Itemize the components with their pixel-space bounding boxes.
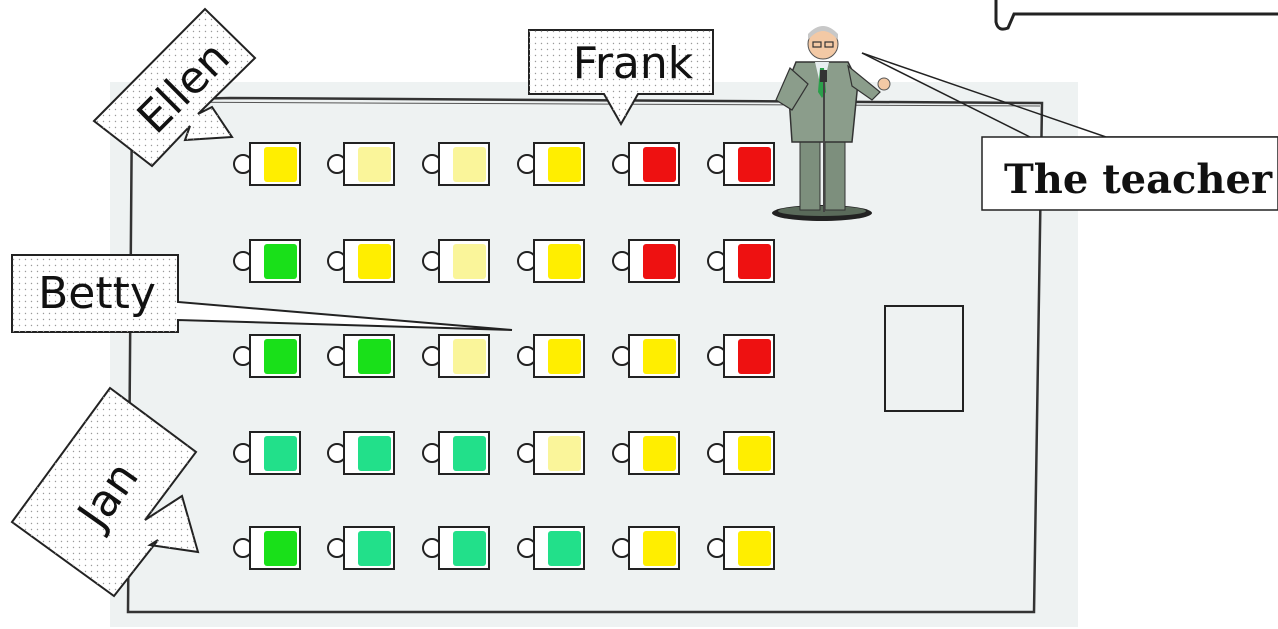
desk-r4-c3: [422, 431, 490, 475]
desk-r1-c4: [517, 142, 585, 186]
desk-color-pale-yellow: [453, 244, 486, 279]
desk-r1-c5: [612, 142, 680, 186]
betty-callout: Betty: [11, 254, 513, 333]
desk-r2-c4: [517, 239, 585, 283]
desk-color-teal-green: [358, 531, 391, 566]
desk-r1-c6: [707, 142, 775, 186]
top-sign: [994, 0, 1278, 31]
desk-color-red: [738, 339, 771, 374]
desk-r2-c6: [707, 239, 775, 283]
desk-color-red: [643, 244, 676, 279]
desk-color-yellow: [548, 147, 581, 182]
desk-color-yellow: [548, 339, 581, 374]
teacher-figure: [772, 26, 891, 221]
desk-r3-c6: [707, 334, 775, 378]
jan-callout: Jan: [10, 386, 200, 598]
frank-callout: Frank: [528, 29, 714, 127]
desk-color-bright-green: [264, 339, 297, 374]
desk-color-red: [643, 147, 676, 182]
desk-r5-c4: [517, 526, 585, 570]
desk-color-yellow: [264, 147, 297, 182]
desk-color-teal-green: [453, 436, 486, 471]
desk-r5-c2: [327, 526, 395, 570]
desk-r1-c3: [422, 142, 490, 186]
desk-color-yellow: [548, 244, 581, 279]
desk-color-pale-yellow: [548, 436, 581, 471]
desk-r4-c6: [707, 431, 775, 475]
desk-color-teal-green: [548, 531, 581, 566]
desk-r3-c5: [612, 334, 680, 378]
desk-color-bright-green: [358, 339, 391, 374]
desk-color-red: [738, 147, 771, 182]
desk-color-bright-green: [264, 531, 297, 566]
desk-r2-c3: [422, 239, 490, 283]
desk-r2-c1: [233, 239, 301, 283]
desk-color-yellow: [738, 531, 771, 566]
ellen-callout: Ellen: [92, 7, 257, 168]
teacher-callout: The teacher: [861, 52, 1278, 211]
betty-label: Betty: [38, 268, 156, 319]
desk-r4-c1: [233, 431, 301, 475]
desk-color-pale-yellow: [453, 147, 486, 182]
desk-r5-c5: [612, 526, 680, 570]
desk-r3-c2: [327, 334, 395, 378]
desk-color-teal-green: [264, 436, 297, 471]
desk-color-teal-green: [358, 436, 391, 471]
desk-color-yellow: [358, 244, 391, 279]
desk-color-pale-yellow: [453, 339, 486, 374]
desk-r3-c4: [517, 334, 585, 378]
desk-color-pale-yellow: [358, 147, 391, 182]
desk-color-yellow: [643, 531, 676, 566]
desk-r5-c6: [707, 526, 775, 570]
desk-r4-c2: [327, 431, 395, 475]
desk-r2-c2: [327, 239, 395, 283]
desk-color-yellow: [643, 436, 676, 471]
desk-color-yellow: [738, 436, 771, 471]
desk-r5-c1: [233, 526, 301, 570]
desk-color-teal-green: [453, 531, 486, 566]
desk-r4-c4: [517, 431, 585, 475]
whiteboard: [884, 305, 964, 412]
desk-r2-c5: [612, 239, 680, 283]
desk-color-bright-green: [264, 244, 297, 279]
desk-grid: [233, 142, 775, 570]
teacher-label: The teacher: [1004, 156, 1273, 203]
desk-r1-c1: [233, 142, 301, 186]
desk-r5-c3: [422, 526, 490, 570]
desk-color-red: [738, 244, 771, 279]
desk-r4-c5: [612, 431, 680, 475]
desk-color-yellow: [643, 339, 676, 374]
desk-r3-c1: [233, 334, 301, 378]
frank-label: Frank: [573, 38, 694, 89]
desk-r3-c3: [422, 334, 490, 378]
desk-r1-c2: [327, 142, 395, 186]
